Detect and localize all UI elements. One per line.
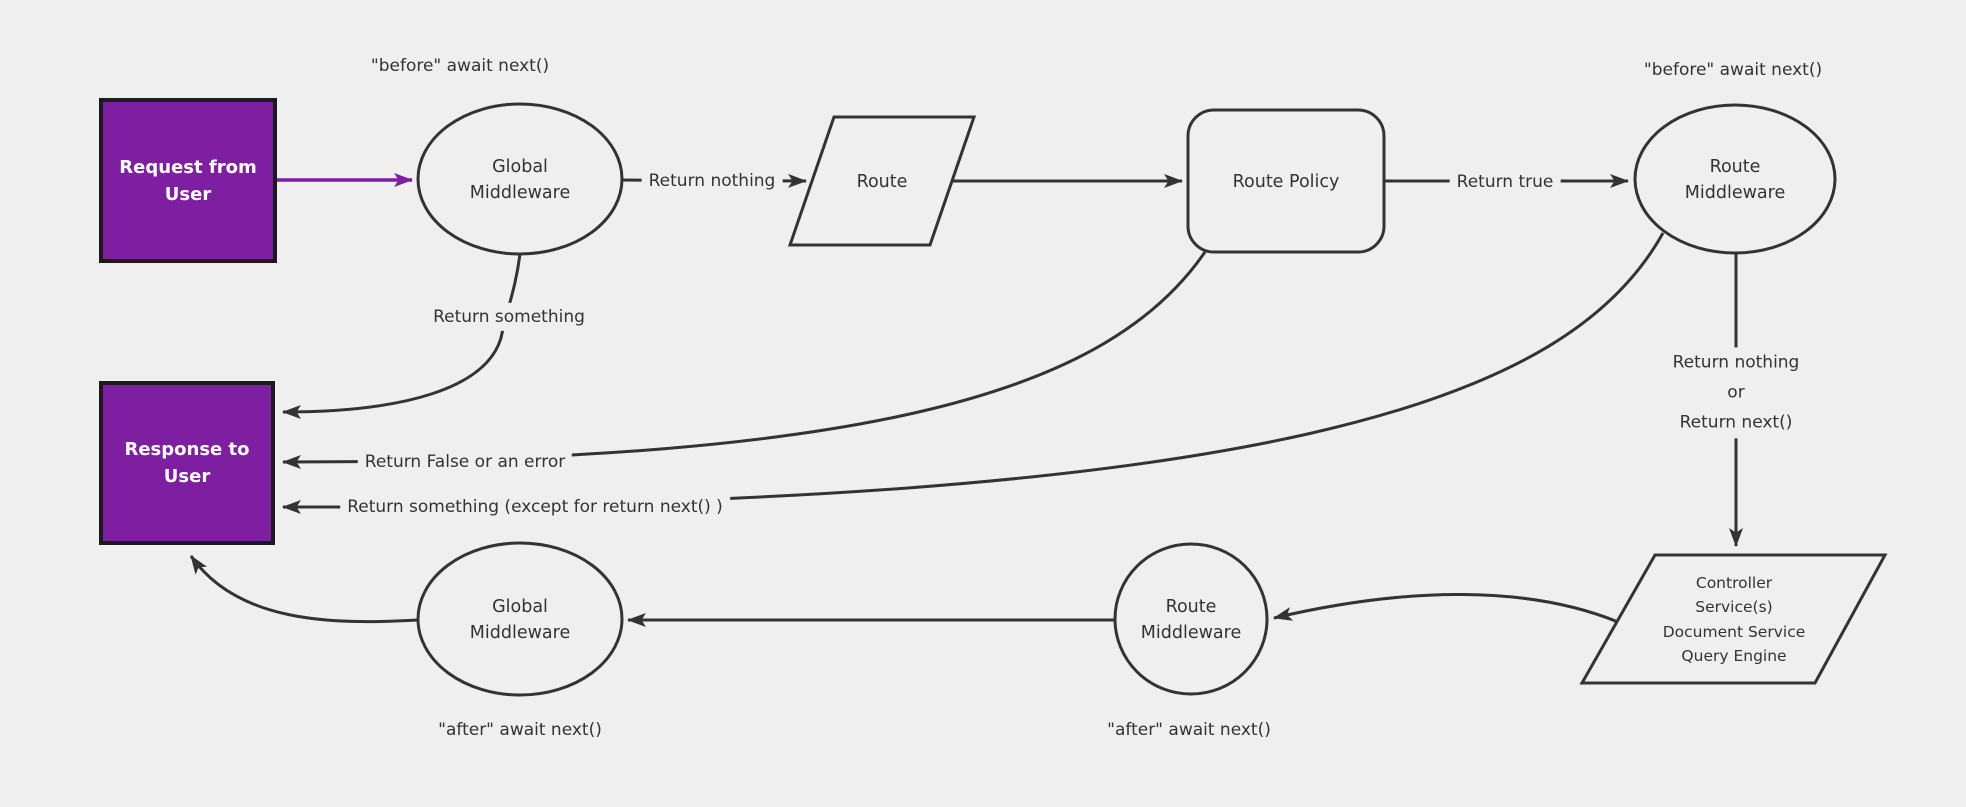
request-from-user-box [99, 98, 277, 263]
global-middleware-top-ellipse [416, 102, 624, 256]
route-middleware-bottom-ellipse [1113, 542, 1269, 696]
edge-route-policy-return-false [282, 251, 1207, 469]
global-middleware-bottom-ellipse [416, 541, 624, 697]
edge-global-middleware-bottom-to-response [189, 555, 419, 624]
edge-controller-to-route-middleware-bottom [1273, 592, 1619, 624]
controller-parallelogram [1579, 553, 1888, 685]
edge-global-middleware-to-route [621, 173, 807, 188]
edge-route-middleware-return-something-except [282, 232, 1665, 515]
response-to-user-box [99, 381, 275, 545]
route-middleware-top-ellipse [1633, 103, 1837, 255]
route-policy-rect [1186, 108, 1386, 254]
edge-global-middleware-return-something [282, 253, 522, 419]
route-parallelogram [787, 115, 977, 247]
